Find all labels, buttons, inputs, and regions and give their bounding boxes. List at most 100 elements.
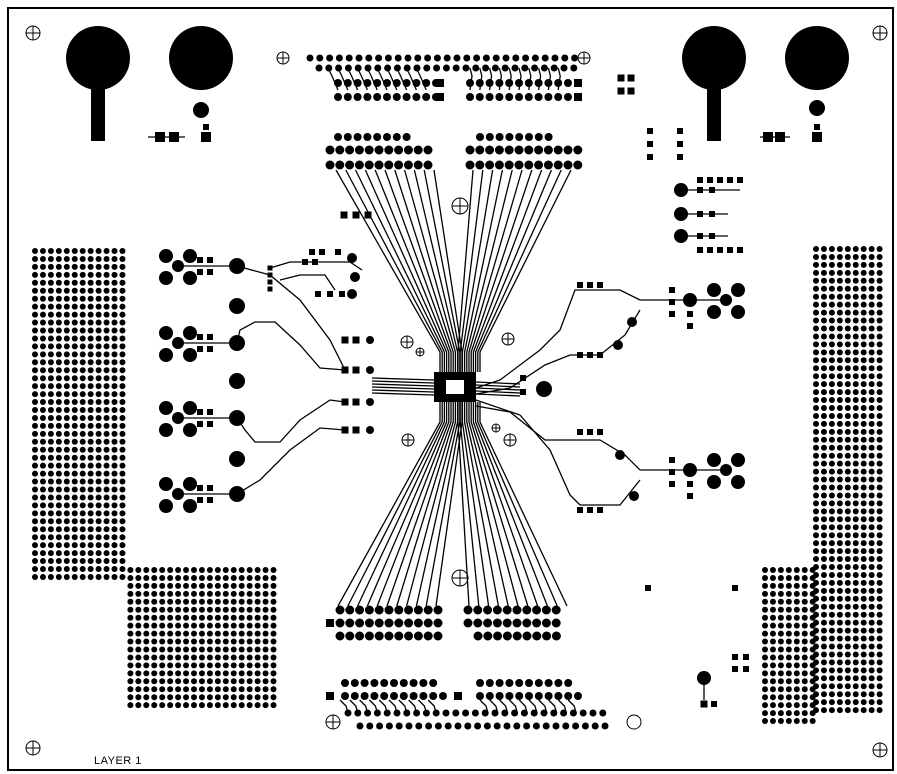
via-field-dot [270,678,277,685]
via-field-dot [151,646,158,653]
trace [386,402,452,607]
via-field-dot [813,365,819,372]
connector-pad [502,605,512,615]
via-field-dot [254,567,261,573]
connector-pad [464,722,472,730]
via-field-dot [270,646,277,653]
via-field-dot [79,295,86,302]
via-field-dot [777,622,784,629]
via-field-dot [836,595,843,602]
via-field-dot [87,303,94,310]
via-field-dot [820,683,827,690]
smd-pad [707,177,713,183]
via-field-dot [103,518,110,525]
via-field-dot [844,675,851,682]
via-field-dot [246,567,253,573]
connector-pad [482,64,490,72]
via-field-dot [876,595,883,602]
via-field-dot [39,295,46,302]
via-field-dot [813,420,819,427]
smd-pad [577,352,583,358]
via [159,249,173,263]
connector-pad [485,79,494,87]
via-field-dot [813,548,819,555]
via-field-dot [206,670,213,677]
via-field-dot [159,574,166,581]
connector-pad [551,631,561,641]
via-field-dot [769,646,776,653]
connector-pad [491,64,499,72]
via-field-dot [876,699,883,706]
via-field-dot [852,269,859,276]
via-field-dot [206,678,213,685]
via-field-dot [813,341,819,348]
via-field-dot [32,375,38,382]
via-field-dot [820,611,827,618]
via-field-dot [836,659,843,666]
connector-pad [341,679,349,687]
via-field-dot [836,293,843,300]
via-field-dot [828,261,835,268]
connector-pad [452,64,460,72]
via-field-dot [151,678,158,685]
via-field-dot [868,436,875,443]
via-field-dot [222,694,229,701]
via-field-dot [32,255,38,262]
via-field-dot [836,571,843,578]
smd-pad [617,87,625,95]
via-field-dot [47,303,54,310]
via-field-dot [159,670,166,677]
via-field-dot [230,630,237,637]
via-field-dot [71,518,78,525]
via-field-dot [71,311,78,318]
connector-pad [355,631,365,641]
via-field-dot [868,373,875,380]
via-field-dot [47,407,54,413]
smd-pad [669,469,675,475]
via [731,305,745,319]
via-field-dot [175,638,182,645]
via-field-dot [111,494,118,501]
via-field-dot [270,670,277,677]
via-field-dot [762,574,768,581]
via-field-dot [119,502,126,509]
via-field-dot [254,654,261,661]
via-field-dot [820,452,827,459]
via-field-dot [813,301,819,308]
connector-pad [374,160,384,170]
via-field-dot [844,516,851,523]
via-field-dot [39,319,46,326]
via-field-dot [63,558,70,565]
trace [345,169,443,372]
via-field-dot [103,399,110,406]
via-field-dot [777,718,784,725]
via-field-dot [206,694,213,701]
connector-pad [365,54,373,62]
via-field-dot [111,255,118,262]
via-field-dot [55,486,62,493]
via-field-dot [876,579,883,586]
via-field-dot [159,662,166,669]
connector-pad [423,605,433,615]
connector-pad [353,93,362,101]
via-field-dot [47,391,54,398]
via [627,317,637,327]
via-field-dot [836,627,843,634]
via-field-dot [809,582,816,589]
via-field-dot [793,606,800,613]
via-field-dot [828,341,835,348]
via-field-dot [183,590,190,597]
via-field-dot [828,349,835,356]
connector-pad [383,93,391,101]
via-field-dot [71,367,78,374]
via-field-dot [762,678,768,685]
via-field-dot [809,638,816,645]
via-field-dot [198,574,205,581]
via-field-dot [844,611,851,618]
via-field-dot [852,436,859,443]
via-field-dot [103,542,110,549]
via-field-dot [852,691,859,698]
connector-pad [364,64,372,72]
via-field-dot [813,293,819,300]
via-field-dot [828,675,835,682]
